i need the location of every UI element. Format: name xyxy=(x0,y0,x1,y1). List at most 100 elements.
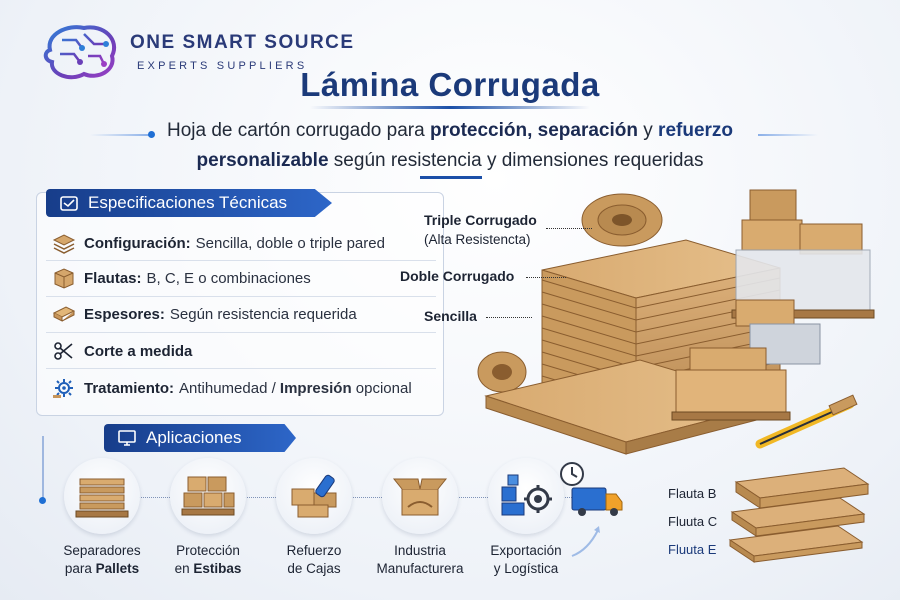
brain-circuit-logo-icon xyxy=(43,25,116,80)
divider xyxy=(46,296,436,297)
flute-e-label: Fluuta E xyxy=(668,542,717,557)
leader-line xyxy=(486,317,532,318)
app-exportacion: Exportación y Logística xyxy=(474,458,578,578)
flute-c-label: Fluuta C xyxy=(668,514,718,529)
app-label-line: Exportación xyxy=(490,543,562,558)
app-label-bold: Pallets xyxy=(95,561,140,576)
divider xyxy=(46,332,436,333)
brand-tagline: EXPERTS SUPPLIERS xyxy=(137,60,308,72)
app-proteccion: Protección en Estibas xyxy=(156,458,260,578)
spec-value: Sencilla, doble o triple pared xyxy=(195,234,385,252)
layers-icon xyxy=(52,234,76,254)
app-label-line: Manufacturera xyxy=(376,561,464,576)
sheet-icon xyxy=(52,306,76,322)
app-label-line: Refuerzo xyxy=(286,543,342,558)
subtitle-deco-line-left xyxy=(90,134,150,136)
subtitle-bold: refuerzo xyxy=(658,120,734,141)
box-icon xyxy=(54,268,74,289)
label-alta-resistencia: (Alta Resistencta) xyxy=(424,232,531,247)
subtitle-text: y xyxy=(637,120,659,141)
divider xyxy=(46,368,436,369)
layer-label-text: Doble Corrugado xyxy=(400,268,515,284)
app-label: Protección en Estibas xyxy=(156,542,260,578)
spec-value: B, C, E o combinaciones xyxy=(146,269,311,287)
subtitle: Hoja de cartón corrugado para protección… xyxy=(90,116,810,176)
specs-panel xyxy=(36,192,444,416)
spec-value-bold: Impresión xyxy=(279,379,352,397)
app-label: Exportación y Logística xyxy=(474,542,578,578)
app-label-line: y Logística xyxy=(493,561,559,576)
subtitle-text: Hoja de cartón corrugado para xyxy=(166,120,430,141)
specs-header-label: Especificaciones Técnicas xyxy=(88,193,288,212)
spec-value: Antihumedad / Impresión opcional xyxy=(179,380,412,397)
app-circle xyxy=(170,458,246,534)
apps-deco-dot xyxy=(39,497,46,504)
divider xyxy=(46,260,436,261)
spec-row-configuracion: Configuración: Sencilla, doble o triple … xyxy=(52,230,385,256)
spec-label: Espesores: xyxy=(84,305,165,323)
spec-value-part: Antihumedad / xyxy=(179,379,280,397)
app-label-line: para xyxy=(64,561,96,576)
corrugated-sheets-illustration xyxy=(477,189,875,455)
app-label: Refuerzo de Cajas xyxy=(262,542,366,578)
app-separadores: Separadores para Pallets xyxy=(50,458,154,578)
spec-label: Corte a medida xyxy=(84,342,193,360)
export-icon xyxy=(501,474,552,516)
flute-b-label: Flauta B xyxy=(668,486,717,501)
app-refuerzo: Refuerzo de Cajas xyxy=(262,458,366,578)
flute-samples-illustration xyxy=(728,467,870,563)
spec-label: Tratamiento: xyxy=(84,379,175,397)
clipboard-icon xyxy=(60,196,78,211)
monitor-icon xyxy=(118,430,136,446)
label-sencilla: Sencilla xyxy=(424,308,477,324)
spec-label: Configuración: xyxy=(84,234,191,252)
leader-line xyxy=(526,277,566,278)
pallet-icon xyxy=(75,478,129,518)
app-circle xyxy=(382,458,458,534)
app-label-line: de Cajas xyxy=(287,561,341,576)
spec-row-corte: Corte a medida xyxy=(52,338,197,364)
app-label: Industria Manufacturera xyxy=(368,542,472,578)
subtitle-underline xyxy=(420,176,482,179)
specs-header: Especificaciones Técnicas xyxy=(46,189,332,217)
subtitle-bold: protección, separación xyxy=(429,120,638,141)
page-title: Lámina Corrugada xyxy=(300,66,600,103)
app-circle xyxy=(64,458,140,534)
app-label-line: Separadores xyxy=(63,543,141,558)
brand-logo: ONE SMART SOURCE EXPERTS SUPPLIERS xyxy=(40,20,370,90)
app-industria: Industria Manufacturera xyxy=(368,458,472,578)
arrow-deco-icon xyxy=(571,526,600,557)
open-box-icon xyxy=(392,478,448,516)
boxes-icon xyxy=(181,476,235,516)
spec-row-flautas: Flautas: B, C, E o combinaciones xyxy=(52,265,311,291)
spec-row-tratamiento: Tratamiento: Antihumedad / Impresión opc… xyxy=(52,375,412,401)
apps-deco-line xyxy=(42,436,44,500)
layer-label-text: Triple Corrugado xyxy=(424,212,537,228)
app-circle xyxy=(488,458,564,534)
app-label-bold: Estibas xyxy=(193,561,242,576)
gear-icon xyxy=(53,379,73,398)
subtitle-deco-dot-left xyxy=(148,131,155,138)
label-triple-corrugado: Triple Corrugado xyxy=(424,212,537,228)
apps-header: Aplicaciones xyxy=(104,424,296,452)
app-circle xyxy=(276,458,352,534)
delivery-truck-icon xyxy=(560,462,623,516)
spec-row-espesores: Espesores: Según resistencia requerida xyxy=(52,301,357,327)
label-doble-corrugado: Doble Corrugado xyxy=(400,268,514,284)
spec-value: Según resistencia requerida xyxy=(169,305,357,323)
app-label: Separadores para Pallets xyxy=(50,542,154,578)
leader-line xyxy=(546,228,592,229)
spec-label: Flautas: xyxy=(84,269,142,287)
spec-value-part: opcional xyxy=(351,379,412,397)
subtitle-text: según resistencia y dimensiones requerid… xyxy=(328,150,704,171)
title-underline xyxy=(310,106,590,109)
subtitle-bold: personalizable xyxy=(196,150,329,171)
scissors-icon xyxy=(54,342,73,360)
brand-name: ONE SMART SOURCE xyxy=(130,32,355,53)
apps-header-label: Aplicaciones xyxy=(146,428,242,447)
app-label-line: en xyxy=(174,561,194,576)
app-label-line: Industria xyxy=(394,543,446,558)
layer-label-text: Sencilla xyxy=(424,308,477,324)
reinforce-icon xyxy=(291,474,337,518)
app-label-line: Protección xyxy=(176,543,240,558)
